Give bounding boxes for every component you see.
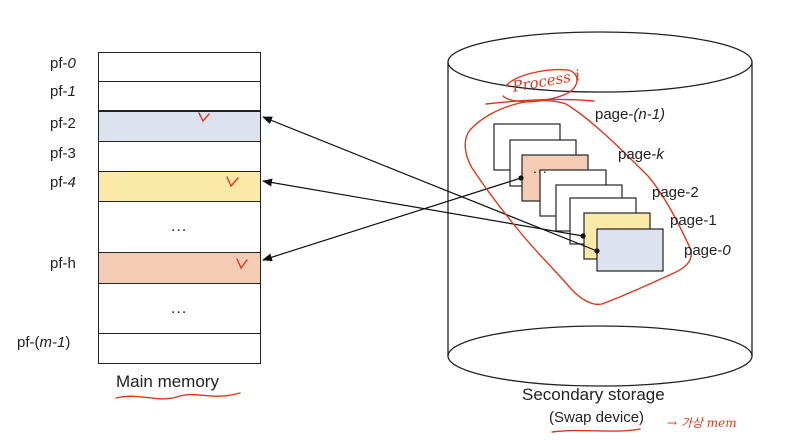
frame-label-pf-3: pf-3 (50, 145, 76, 162)
process-label-underline (485, 98, 595, 105)
arrow-origin-dot-page-1 (580, 233, 586, 239)
frame-label-pf-0: pf-0 (50, 55, 76, 72)
page-card-0 (596, 228, 664, 272)
cylinder-top (447, 31, 753, 93)
swap-device-underline (551, 428, 641, 433)
page-label-2: page-2 (652, 184, 699, 201)
frame-pf-h (98, 252, 261, 284)
frame-label-pf-h: pf-h (50, 255, 76, 272)
check-mark-pf-h (236, 258, 248, 270)
check-mark-pf-2 (198, 112, 210, 123)
process-label-oval (502, 68, 578, 103)
cylinder-bottom (447, 355, 753, 387)
frame-label-pf-m-1: pf-(m-1) (17, 334, 71, 351)
arrow-origin-dot-page-k (518, 175, 524, 181)
frame-label-pf-2: pf-2 (50, 115, 76, 132)
page-k-ellipsis: ... (533, 160, 548, 176)
frame-pf-4 (98, 171, 261, 202)
secondary-storage-caption: Secondary storage (522, 385, 665, 404)
main-memory-underline (115, 392, 241, 400)
swap-device-caption: (Swap device) (549, 409, 645, 426)
hand-annotations (115, 68, 692, 433)
process-boundary (464, 99, 692, 306)
frame-pf-m-1 (98, 333, 261, 364)
secondary-storage-cylinder (447, 31, 753, 387)
swap-note-handwritten: → 가상 mem (667, 416, 737, 430)
arrow-page-1-to-pf-4 (262, 178, 584, 237)
page-label-n-1: page-(n-1) (595, 106, 666, 123)
check-mark-pf-4 (226, 176, 239, 188)
page-label-0: page-0 (684, 242, 731, 259)
frame-label-pf-1: pf-1 (50, 83, 76, 100)
page-label-k: page-k (618, 146, 664, 163)
page-label-1: page-1 (670, 212, 717, 229)
ellipsis-upper: ... (171, 218, 188, 235)
frame-label-pf-4: pf-4 (50, 174, 76, 191)
main-memory-caption: Main memory (116, 372, 219, 391)
arrow-origin-dot-page-0 (594, 248, 600, 254)
page-stack (493, 123, 664, 272)
mapping-arrows (262, 116, 598, 262)
frame-pf-1 (98, 81, 261, 111)
ellipsis-lower: ... (171, 300, 188, 317)
arrow-page-k-to-pf-h (262, 177, 522, 262)
cylinder-bottom-back (447, 325, 753, 357)
